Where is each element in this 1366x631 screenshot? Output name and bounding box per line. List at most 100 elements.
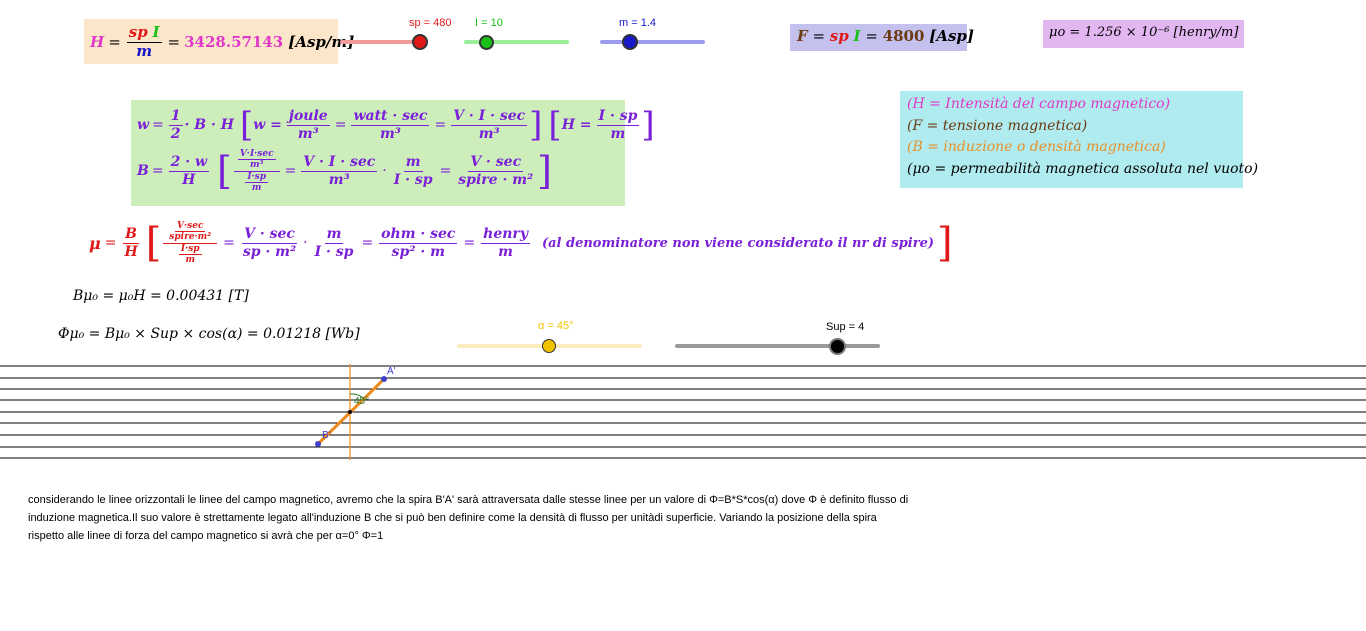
sup-slider-label: Sup = 4 bbox=[826, 321, 865, 333]
eq-a: = bbox=[334, 117, 347, 133]
v-i-sec-2: V · I · sec bbox=[301, 154, 378, 172]
mu-equals: = bbox=[104, 235, 117, 251]
mu-eq-a: = bbox=[223, 235, 235, 251]
mu-symbol: μ bbox=[89, 233, 101, 253]
m3-a: m³ bbox=[297, 125, 319, 142]
half-den: 2 bbox=[170, 125, 181, 142]
label-b: B' bbox=[322, 430, 331, 441]
m-num: m bbox=[403, 154, 423, 172]
paragraph-line-2: induzione magnetica.Il suo valore è stre… bbox=[28, 512, 877, 524]
h-unit: [Asp/m] bbox=[288, 33, 355, 51]
h-num-I: I bbox=[152, 23, 160, 42]
mu-v-sec: V · sec bbox=[242, 226, 297, 244]
i-slider-label: I = 10 bbox=[475, 17, 503, 29]
point-a[interactable] bbox=[381, 376, 387, 382]
spire-m2: spire · m² bbox=[458, 171, 534, 188]
mu-cf-num-top: V·sec bbox=[175, 220, 206, 233]
phi-formula: Φμ₀ = Bμ₀ × Sup × cos(α) = 0.01218 [Wb] bbox=[58, 326, 360, 342]
sup-slider-track[interactable] bbox=[675, 344, 880, 348]
magnetic-field-diagram: 45° A' B' bbox=[0, 364, 1366, 460]
mu-h: H bbox=[124, 243, 138, 260]
sup-slider-handle[interactable] bbox=[829, 338, 846, 355]
f-I: I bbox=[853, 27, 861, 45]
paragraph-line-3: rispetto alle linee di forza del campo m… bbox=[28, 530, 384, 542]
h-formula-box: H = sp I m = 3428.57143 [Asp/m] bbox=[84, 19, 354, 64]
f-formula-box: F = sp I = 4800 [Asp] bbox=[790, 24, 974, 51]
mu-cf-den-top: I·sp bbox=[178, 243, 202, 255]
mu-i-sp: I · sp bbox=[314, 243, 354, 260]
m3-d: m³ bbox=[328, 171, 350, 188]
m-slider-handle[interactable] bbox=[622, 34, 638, 50]
mu-eq-c: = bbox=[463, 235, 476, 251]
h-num-sp: sp bbox=[128, 23, 148, 42]
mu-henry: henry bbox=[481, 226, 530, 244]
b-mu0-formula: Bμ₀ = μ₀H = 0.00431 [T] bbox=[73, 288, 249, 304]
mu-dot: · bbox=[303, 235, 308, 251]
mu-cf-num-bot: spire·m² bbox=[169, 232, 212, 243]
f-value: 4800 bbox=[882, 27, 925, 45]
eq-d: = bbox=[439, 163, 452, 179]
h-symbol: H bbox=[90, 33, 105, 51]
m-den: m bbox=[610, 125, 626, 142]
w-bh: · B · H bbox=[184, 117, 234, 133]
mu-note: (al denominatore non viene considerato i… bbox=[541, 235, 935, 251]
angle-label: 45° bbox=[354, 396, 369, 407]
h-equals-2: = bbox=[167, 33, 181, 51]
h-equals: = bbox=[108, 33, 121, 51]
legend-f: (F = tensione magnetica) bbox=[907, 117, 1088, 134]
explanation-paragraph: considerando le linee orizzontali le lin… bbox=[28, 491, 1028, 545]
pivot-point bbox=[348, 410, 352, 414]
paragraph-line-1: considerando le linee orizzontali le lin… bbox=[28, 494, 909, 506]
cf-num-bot: m³ bbox=[249, 160, 264, 171]
legend-b: (B = induzione o densità magnetica) bbox=[907, 139, 1166, 155]
w2-symbol: w = bbox=[253, 117, 282, 133]
i-slider-handle[interactable] bbox=[479, 35, 494, 50]
w-symbol: w bbox=[137, 117, 150, 133]
f-sp: sp bbox=[829, 27, 849, 45]
dot-a: · bbox=[382, 163, 387, 179]
angle-arc bbox=[349, 393, 366, 401]
f-symbol: F bbox=[797, 27, 808, 45]
point-b[interactable] bbox=[315, 441, 321, 447]
legend-mu0: (μo = permeabilità magnetica assoluta ne… bbox=[907, 160, 1259, 177]
eq-b: = bbox=[434, 117, 447, 133]
cf-num-top: V·I·sec bbox=[237, 148, 276, 161]
i-slider-track[interactable] bbox=[464, 40, 569, 44]
alpha-slider-handle[interactable] bbox=[542, 339, 556, 353]
m-slider-track[interactable] bbox=[600, 40, 705, 44]
mu-cf-den-bot: m bbox=[185, 254, 195, 265]
sp-slider-label: sp = 480 bbox=[409, 17, 452, 29]
m3-c: m³ bbox=[478, 125, 500, 142]
mu-ohm-sec: ohm · sec bbox=[379, 226, 458, 244]
mu-sp-m2: sp · m² bbox=[242, 243, 297, 260]
v-i-sec: V · I · sec bbox=[451, 108, 528, 126]
sp-slider-track[interactable] bbox=[340, 40, 420, 44]
joule: joule bbox=[286, 108, 330, 126]
watt-sec: watt · sec bbox=[351, 108, 430, 126]
legend-h: (H = Intensità del campo magnetico) bbox=[907, 96, 1171, 112]
f-unit: [Asp] bbox=[929, 27, 974, 45]
legend-box: (H = Intensità del campo magnetico) (F =… bbox=[900, 91, 1259, 188]
eq-c: = bbox=[284, 163, 297, 179]
b-equals: = bbox=[151, 163, 164, 179]
half-num: 1 bbox=[168, 108, 183, 126]
mu-m: m bbox=[324, 226, 344, 244]
i-sp-den: I · sp bbox=[393, 171, 433, 188]
h2-symbol: H = bbox=[561, 117, 592, 133]
h-den-m: m bbox=[136, 41, 153, 60]
i-sp: I · sp bbox=[596, 108, 640, 126]
h-den: H bbox=[182, 171, 196, 188]
m3-b: m³ bbox=[379, 125, 401, 142]
alpha-slider-label: α = 45° bbox=[538, 320, 574, 332]
m-slider-label: m = 1.4 bbox=[619, 17, 656, 29]
mu-eq-b: = bbox=[361, 235, 374, 251]
sp-slider-handle[interactable] bbox=[412, 34, 428, 50]
mu-b: B bbox=[123, 226, 139, 244]
b-symbol: B bbox=[137, 163, 149, 179]
field-lines bbox=[0, 365, 1366, 459]
f-equals-2: = bbox=[865, 27, 878, 45]
label-a: A' bbox=[387, 366, 396, 377]
cf-den-bot: m bbox=[251, 182, 262, 193]
